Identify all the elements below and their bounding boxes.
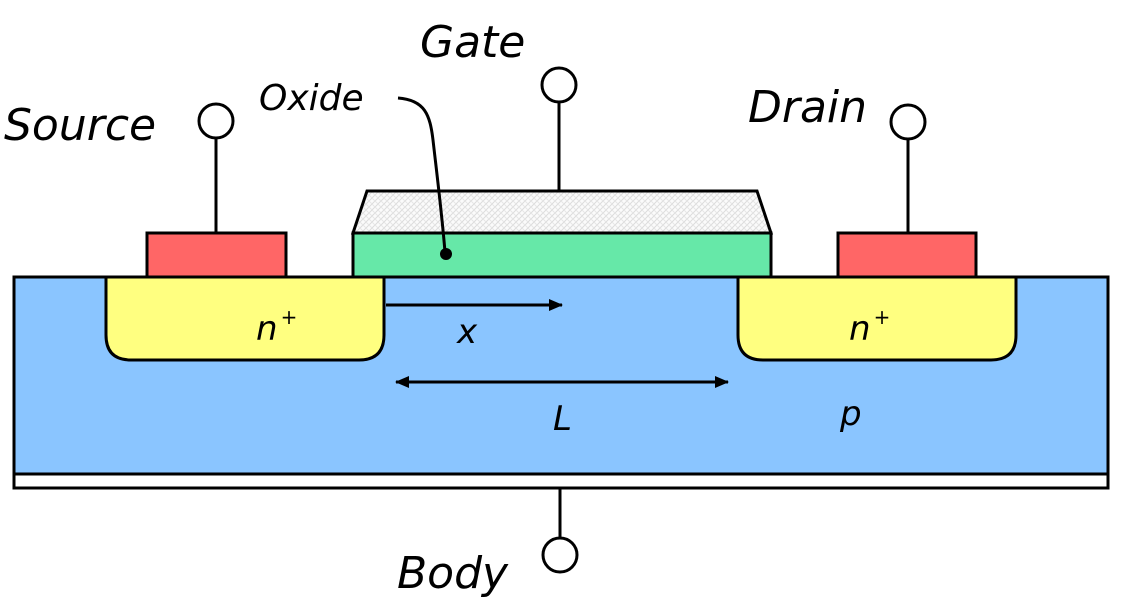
body-contact-plate [12,472,1110,490]
drain-contact [836,231,978,279]
p-region-label: p [839,394,862,434]
x-label: x [456,312,478,352]
oxide-pointer-line [397,96,447,253]
source-label: Source [4,100,156,151]
drain-n-plus-region [736,275,1018,362]
oxide-label: Oxide [259,78,364,119]
source-terminal [197,102,235,140]
gate-electrode [350,189,774,235]
drain-label: Drain [748,82,867,133]
source-n-plus-label: n+ [256,305,297,349]
body-terminal [541,536,579,574]
gate-label: Gate [420,17,525,68]
oxide-layer [351,231,773,279]
length-label: L [553,399,572,439]
source-contact [145,231,288,279]
gate-terminal [540,66,578,104]
oxide-pointer-dot [440,248,452,260]
source-n-plus-region [104,275,386,362]
drain-terminal [889,103,927,141]
body-label: Body [397,548,509,599]
drain-n-plus-label: n+ [849,305,890,349]
